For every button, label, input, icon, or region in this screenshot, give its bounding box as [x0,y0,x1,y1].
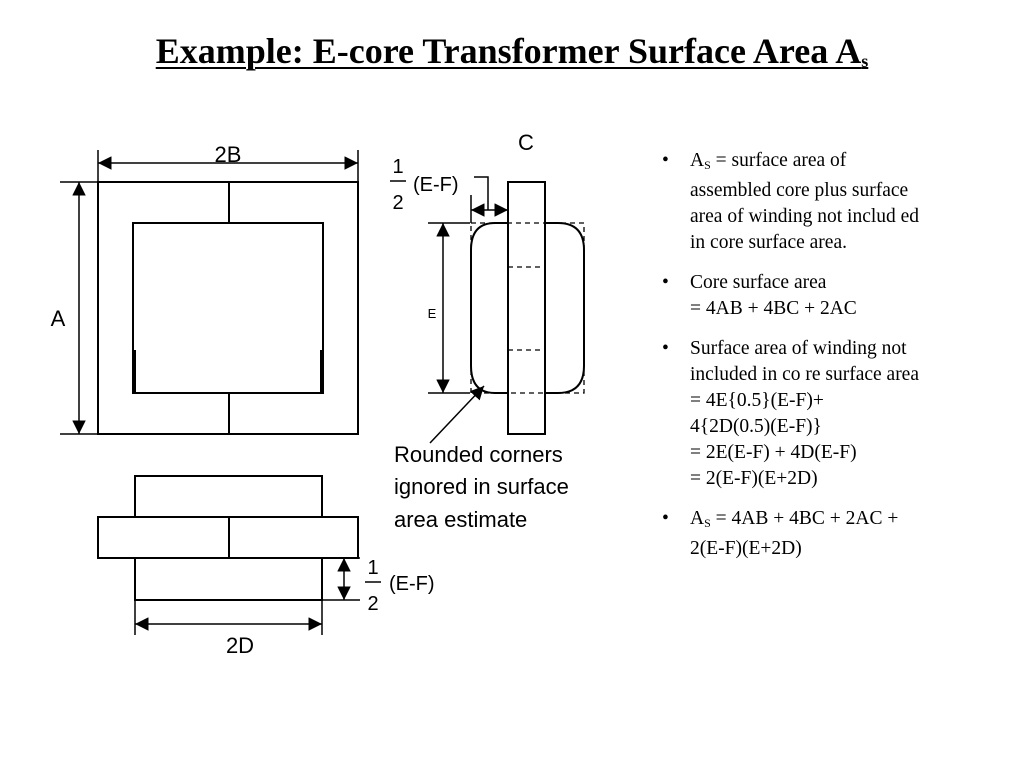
bullet-line: = 4AB + 4BC + 2AC [690,298,857,319]
half-den-top: 2 [392,192,403,214]
bullet-core-surface-area: • Core surface area = 4AB + 4BC + 2AC [662,270,982,322]
dimension-2d [134,600,323,635]
e-minus-f-bottom: (E-F) [389,573,435,595]
label-a: A [51,306,66,331]
bullet-dot: • [662,508,669,529]
title-subscript: s [861,51,869,71]
bullet-line: area of winding not includ ed [690,206,920,227]
dimension-half-e-minus-f-top [470,176,508,223]
half-num-top: 1 [392,156,403,178]
winding-dashed-box [470,222,585,394]
as-subscript: S [704,158,711,172]
bullet-dot: • [662,150,669,171]
as-subscript: S [704,516,711,530]
core-top-view [97,181,359,435]
core-bottom-view [97,475,359,601]
rounded-note-line-2: ignored in surface [394,474,569,499]
bullet-winding-surface-area: • Surface area of winding not included i… [662,336,982,492]
dimension-half-e-minus-f-bottom [322,557,360,601]
bullet-line: = surface area of [710,150,847,171]
bullet-line: Core surface area [690,272,827,293]
bullet-line: assembled core plus surface [690,180,909,201]
label-2d: 2D [226,633,254,658]
core-window [132,222,324,394]
bullet-dot: • [662,272,669,293]
rounded-note-line-1: Rounded corners [394,442,563,467]
as-symbol: A [690,150,705,171]
as-symbol: A [690,508,705,529]
bullet-line: Surface area of winding not [690,338,907,359]
bullet-surface-area-definition: • AS = surface area of assembled core pl… [662,148,982,256]
bullet-line: 4{2D(0.5)(E-F)} [690,416,822,437]
rounded-note-line-3: area estimate [394,507,527,532]
half-den-bottom: 2 [367,593,378,615]
bullet-line: = 4AB + 4BC + 2AC + [710,508,899,529]
bullet-line: 2(E-F)(E+2D) [690,538,802,559]
half-num-bottom: 1 [367,557,378,579]
bullet-line: = 2E(E-F) + 4D(E-F) [690,442,857,463]
dimension-2b [97,150,359,182]
e-minus-f-top: (E-F) [413,174,459,196]
bullet-line: = 2(E-F)(E+2D) [690,468,818,489]
dimension-e [428,222,470,394]
bullet-line: included in co re surface area [690,364,919,385]
page-title: Example: E-core Transformer Surface Area… [0,30,1024,72]
bullet-line: = 4E{0.5}(E-F)+ [690,390,824,411]
core-side-view [470,181,585,435]
rounded-note-pointer [429,385,485,444]
label-e: E [428,306,437,321]
formula-bullet-list: • AS = surface area of assembled core pl… [662,148,982,576]
label-2b: 2B [215,142,242,167]
title-text: Example: E-core Transformer Surface Area… [155,31,862,71]
label-c: C [518,130,534,155]
dimension-a [60,181,98,435]
core-side-leg [507,181,546,435]
winding-rounded-outline [470,222,585,394]
bullet-total-surface-area: • AS = 4AB + 4BC + 2AC + 2(E-F)(E+2D) [662,506,982,562]
bullet-line: in core surface area. [690,232,847,253]
bullet-dot: • [662,338,669,359]
